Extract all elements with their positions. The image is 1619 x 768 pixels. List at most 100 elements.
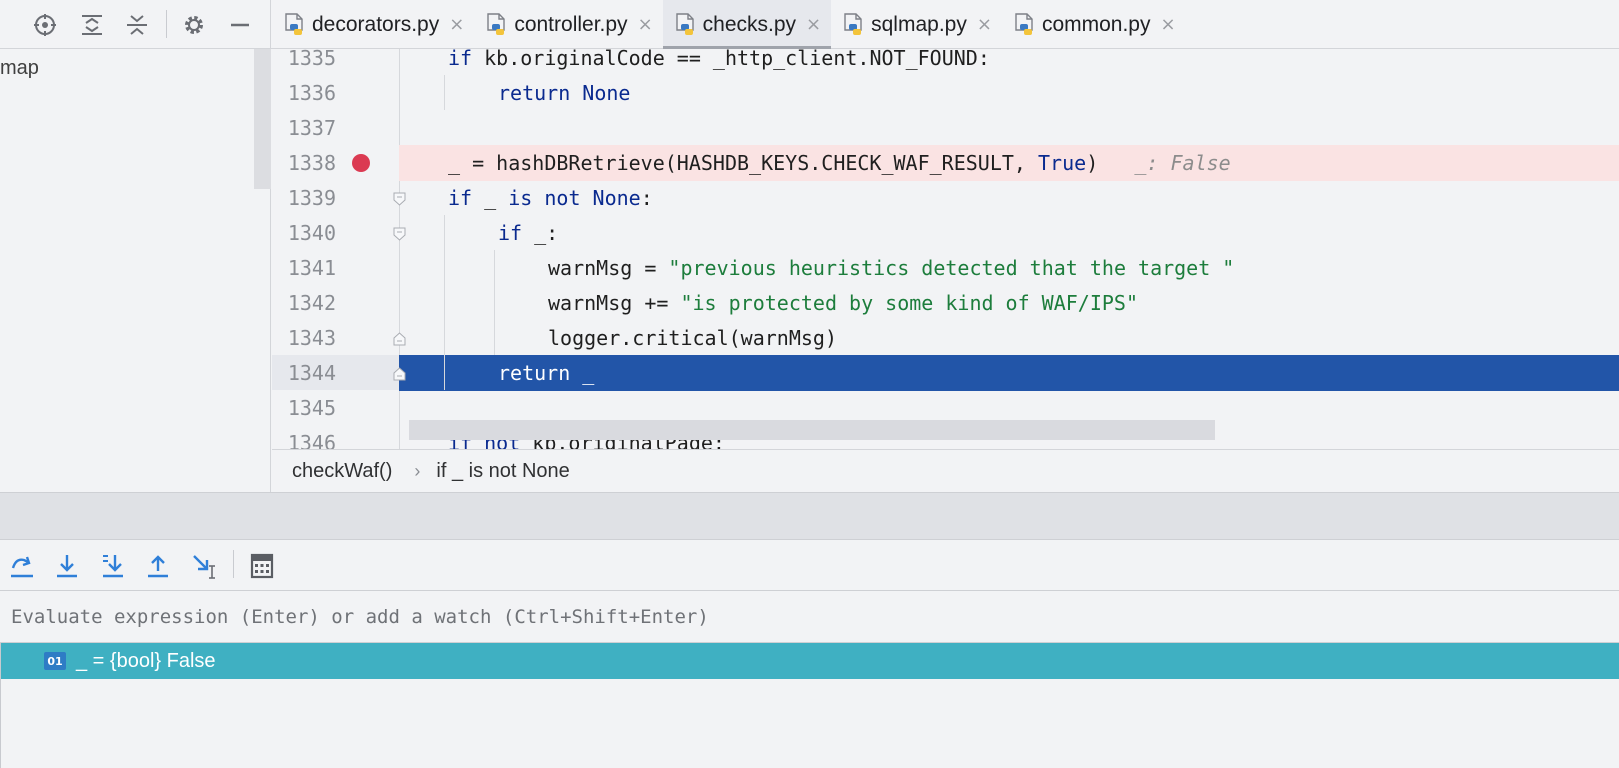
code-line[interactable]: 1337 xyxy=(272,110,1619,146)
step-into-icon[interactable] xyxy=(53,552,81,580)
project-panel: map xyxy=(0,49,271,492)
code-line[interactable]: 1345 xyxy=(272,390,1619,426)
code-line[interactable]: 1335 if kb.originalCode == _http_client.N… xyxy=(272,49,1619,76)
line-number: 1341 xyxy=(287,256,336,280)
tab-sqlmap-py[interactable]: sqlmap.py× xyxy=(831,0,1002,49)
code-line[interactable]: 1340 if _: xyxy=(272,215,1619,251)
gutter[interactable]: 1336 xyxy=(272,75,399,111)
code-text: warnMsg += "is protected by some kind of… xyxy=(548,291,1139,315)
python-file-icon xyxy=(1014,12,1036,37)
bool-type-icon: 01 xyxy=(44,652,66,670)
line-number: 1337 xyxy=(287,116,336,140)
line-number: 1346 xyxy=(287,431,336,449)
evaluate-expression-bar xyxy=(0,591,1619,643)
fold-open-icon[interactable] xyxy=(393,226,406,241)
line-number: 1340 xyxy=(287,221,336,245)
close-icon[interactable]: × xyxy=(1160,14,1176,35)
close-icon[interactable]: × xyxy=(976,14,992,35)
code-text: if _ is not None: xyxy=(448,186,653,210)
gutter[interactable]: 1340 xyxy=(272,215,399,251)
tab-decorators-py[interactable]: decorators.py × xyxy=(272,0,474,49)
top-bar: decorators.py×controller.py×checks.py×sq… xyxy=(0,0,1619,49)
python-file-icon xyxy=(675,12,697,37)
code-text: if kb.originalCode == _http_client.NOT_F… xyxy=(448,49,990,70)
close-icon[interactable]: × xyxy=(449,14,465,35)
gutter[interactable]: 1342 xyxy=(272,285,399,321)
code-text: if _: xyxy=(498,221,559,245)
current-execution-line[interactable]: 1344 return _ xyxy=(272,355,1619,391)
line-number: 1338 xyxy=(287,151,336,175)
code-text: warnMsg = "previous heuristics detected … xyxy=(548,256,1235,280)
code-text: return _ xyxy=(498,361,595,385)
editor-tabs: decorators.py×controller.py×checks.py×sq… xyxy=(272,0,1186,49)
project-tree-item[interactable]: map xyxy=(0,57,39,79)
project-scrollbar[interactable] xyxy=(254,49,271,189)
line-number: 1344 xyxy=(287,361,336,385)
line-number: 1339 xyxy=(287,186,336,210)
run-to-cursor-icon[interactable] xyxy=(190,552,218,580)
evaluate-expression-icon[interactable] xyxy=(248,552,276,580)
gutter[interactable]: 1337 xyxy=(272,110,399,146)
step-over-icon[interactable] xyxy=(8,552,36,580)
code-text: _ = hashDBRetrieve(HASHDB_KEYS.CHECK_WAF… xyxy=(448,151,1231,175)
toolbar-separator xyxy=(166,10,167,38)
gutter[interactable]: 1335 xyxy=(272,49,399,76)
code-text: return None xyxy=(498,81,631,105)
tab-label: checks.py xyxy=(702,12,797,36)
inline-value-hint: _: False xyxy=(1134,151,1231,175)
minimize-icon[interactable] xyxy=(227,12,253,38)
fold-close-icon[interactable] xyxy=(393,366,406,381)
code-line[interactable]: 1339 if _ is not None: xyxy=(272,180,1619,216)
collapse-all-icon[interactable] xyxy=(124,12,150,38)
debug-panel-header xyxy=(0,492,1619,539)
gutter[interactable]: 1338 xyxy=(272,145,399,181)
tab-common-py[interactable]: common.py × xyxy=(1002,0,1186,49)
editor-horizontal-scrollbar[interactable] xyxy=(409,420,1215,440)
code-line[interactable]: 1342 warnMsg += "is protected by some kin… xyxy=(272,285,1619,321)
evaluate-expression-input[interactable] xyxy=(0,591,1619,643)
line-number: 1342 xyxy=(287,291,336,315)
tab-label: common.py xyxy=(1041,12,1151,36)
line-number: 1335 xyxy=(287,49,336,70)
step-out-icon[interactable] xyxy=(144,552,172,580)
gutter[interactable]: 1345 xyxy=(272,390,399,426)
line-number: 1345 xyxy=(287,396,336,420)
gutter-border xyxy=(399,49,400,449)
code-editor[interactable]: 1335 if kb.originalCode == _http_client.N… xyxy=(272,49,1619,449)
indent-guide xyxy=(494,250,495,355)
fold-open-icon[interactable] xyxy=(393,191,406,206)
variable-value: _ = {bool} False xyxy=(76,649,216,672)
gutter[interactable]: 1344 xyxy=(272,355,399,391)
code-line[interactable]: 1343 logger.critical(warnMsg) xyxy=(272,320,1619,356)
close-icon[interactable]: × xyxy=(637,14,653,35)
tab-label: decorators.py xyxy=(312,12,440,36)
indent-guide xyxy=(444,75,445,110)
expand-all-icon[interactable] xyxy=(79,12,105,38)
step-into-my-code-icon[interactable] xyxy=(99,552,127,580)
fold-close-icon[interactable] xyxy=(393,331,406,346)
gutter[interactable]: 1341 xyxy=(272,250,399,286)
gear-icon[interactable] xyxy=(181,12,207,38)
tab-label: controller.py xyxy=(514,12,628,36)
variables-panel: 01 _ = {bool} False xyxy=(0,643,1619,768)
indent-guide xyxy=(444,215,445,390)
tab-checks-py[interactable]: checks.py × xyxy=(662,0,832,49)
gutter[interactable]: 1346 xyxy=(272,425,399,449)
tab-controller-py[interactable]: controller.py × xyxy=(474,0,662,49)
project-toolbar xyxy=(0,0,271,49)
chevron-right-icon: › xyxy=(414,460,421,481)
line-number: 1343 xyxy=(287,326,336,350)
variable-row[interactable]: 01 _ = {bool} False xyxy=(1,643,1619,679)
breakpoint-line[interactable]: 1338 _ = hashDBRetrieve(HASHDB_KEYS.CHECK… xyxy=(272,145,1619,181)
close-icon[interactable]: × xyxy=(806,14,822,35)
code-line[interactable]: 1336 return None xyxy=(272,75,1619,111)
gutter[interactable]: 1339 xyxy=(272,180,399,216)
breadcrumb-function[interactable]: checkWaf() xyxy=(292,459,393,482)
breakpoint-icon[interactable] xyxy=(352,154,370,172)
debug-toolbar xyxy=(0,539,1619,591)
code-line[interactable]: 1341 warnMsg = "previous heuristics detec… xyxy=(272,250,1619,286)
locate-icon[interactable] xyxy=(32,12,58,38)
breadcrumb-block[interactable]: if _ is not None xyxy=(436,459,570,482)
gutter[interactable]: 1343 xyxy=(272,320,399,356)
code-text: logger.critical(warnMsg) xyxy=(548,326,837,350)
